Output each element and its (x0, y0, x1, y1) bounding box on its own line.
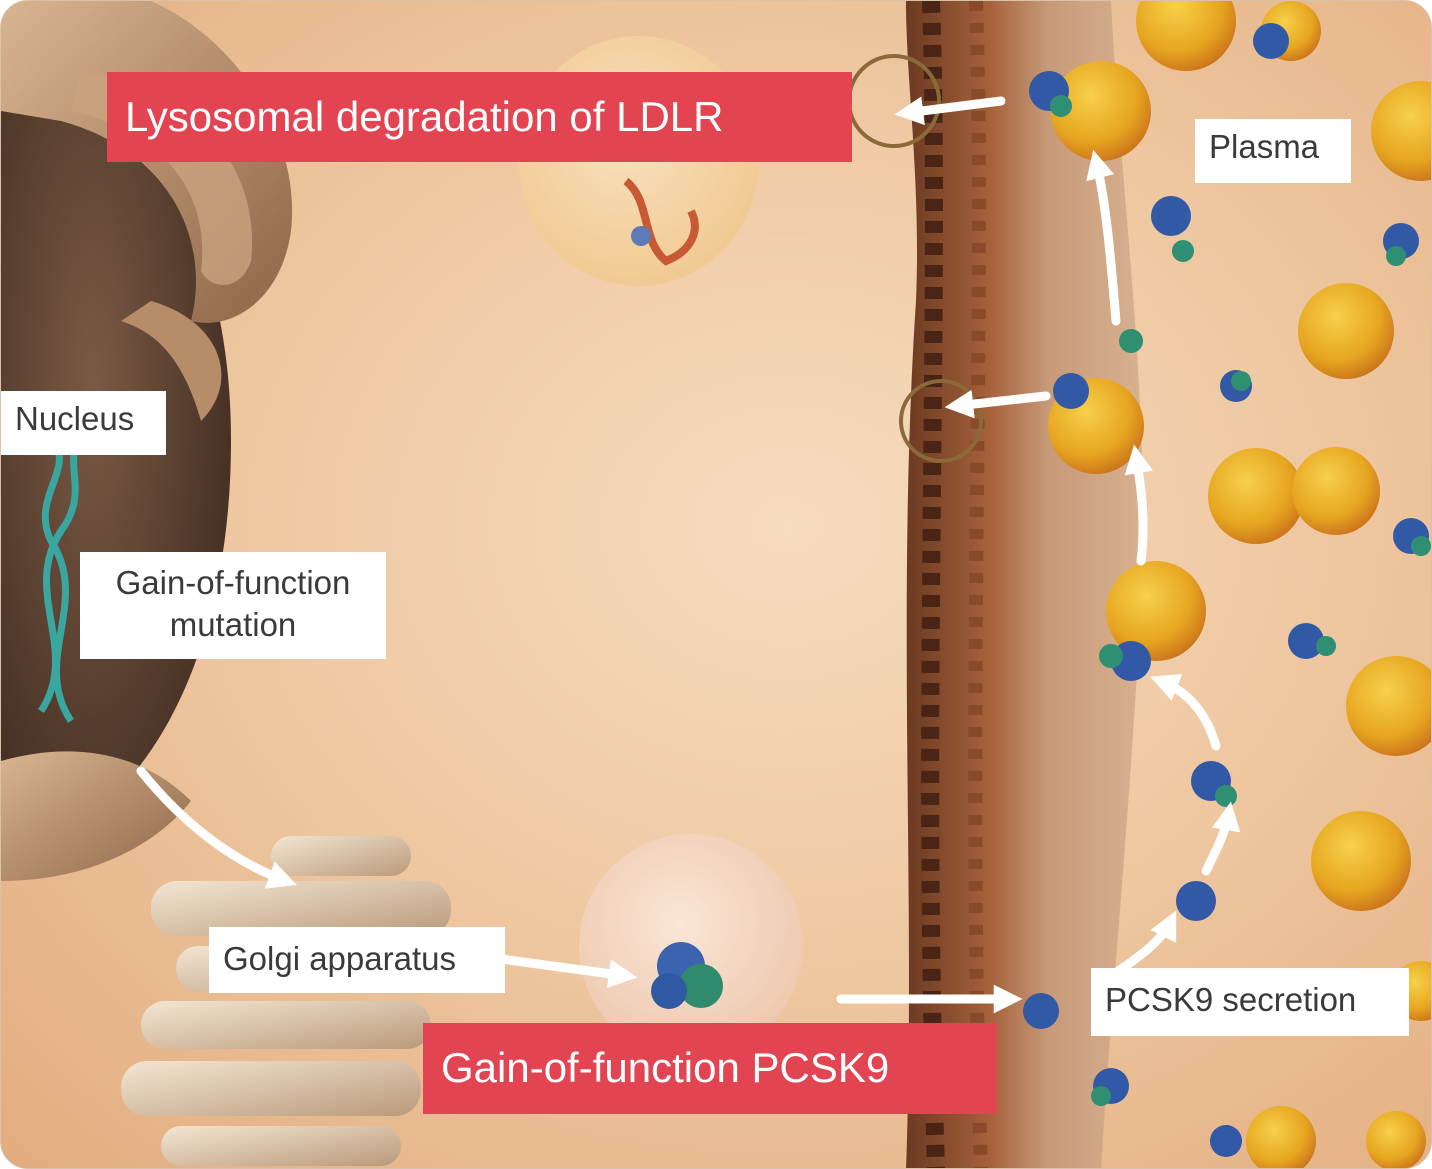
golgi-label: Golgi apparatus (209, 927, 505, 993)
mutation-label-line1: Gain-of-function (115, 564, 351, 601)
plasma-label: Plasma (1195, 119, 1351, 183)
mutation-label-line2: mutation (169, 606, 297, 643)
lysosomal-degradation-banner: Lysosomal degradation of LDLR (107, 72, 852, 162)
pcsk9-secretion-label: PCSK9 secretion (1091, 968, 1409, 1036)
pcsk9-proteins (1023, 23, 1431, 1157)
mutation-label: Gain-of-function mutation (80, 552, 386, 659)
nucleus-label: Nucleus (1, 391, 166, 455)
cell-membrane (906, 1, 1143, 1168)
gain-of-function-pcsk9-banner: Gain-of-function PCSK9 (423, 1023, 997, 1114)
dna-helix (38, 438, 84, 723)
secretory-vesicle (579, 834, 803, 1058)
ldl-particles (1048, 1, 1431, 1168)
